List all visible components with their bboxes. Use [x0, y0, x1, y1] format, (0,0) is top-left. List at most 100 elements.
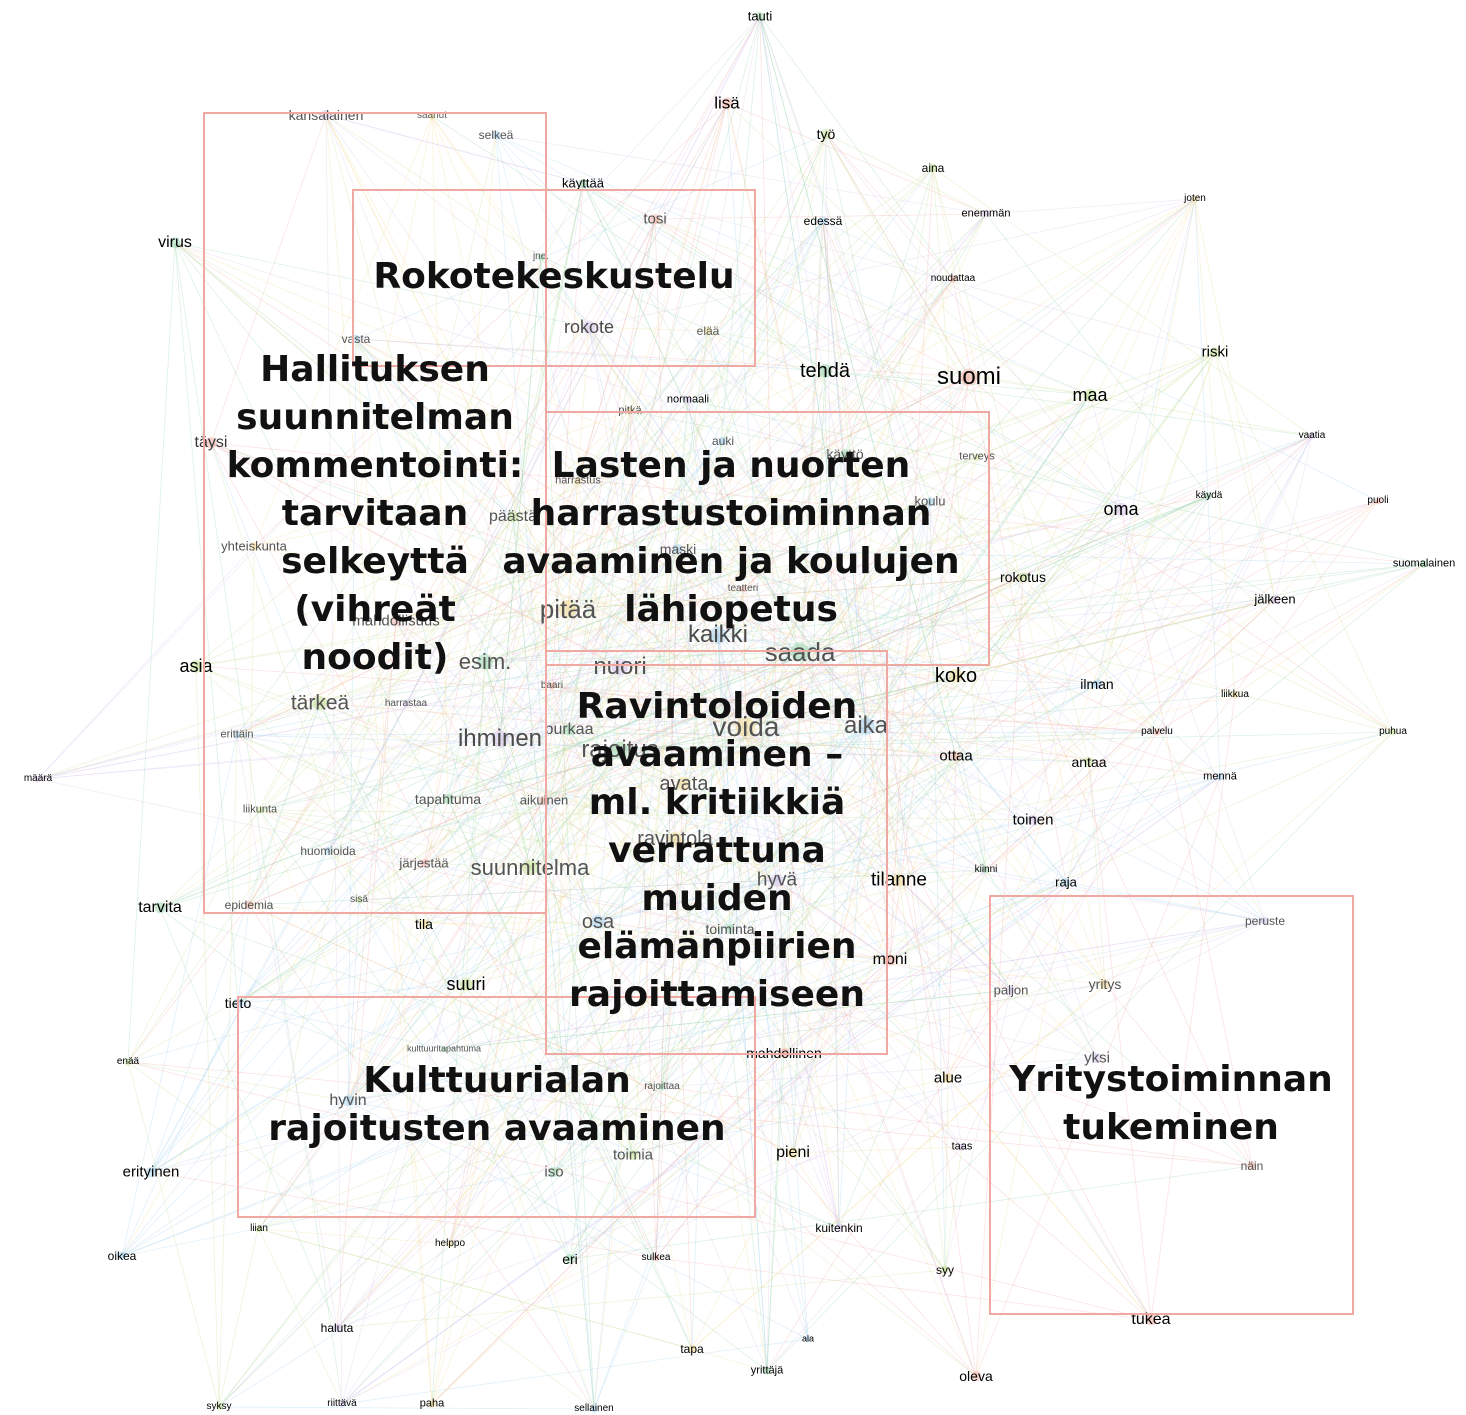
edge [632, 351, 1216, 1156]
edge [824, 370, 1091, 396]
edge [174, 242, 693, 1350]
cluster-label-hallitus: Hallituksen suunnitelman kommentointi: t… [227, 346, 524, 682]
edge [484, 167, 934, 663]
edge [1214, 351, 1394, 733]
edge [218, 134, 497, 1408]
node-dot [949, 275, 957, 283]
edge [944, 1077, 949, 1271]
node-suomalainen: suomalainen [1392, 557, 1456, 570]
edge [174, 242, 1253, 1167]
edge [1088, 761, 1106, 985]
edge [253, 545, 1098, 685]
edge [655, 548, 679, 1259]
edge [553, 410, 631, 1173]
edge [327, 220, 824, 852]
edge [799, 651, 1152, 1321]
cluster-label-rokote: Rokotekeskustelu [373, 253, 734, 301]
edge [121, 634, 719, 1257]
edge [619, 694, 1236, 751]
edge [195, 665, 891, 961]
edge [543, 495, 1210, 801]
edge [159, 907, 768, 1372]
edge [484, 661, 634, 1156]
edge [341, 881, 1067, 1405]
node-alue: alue [933, 1069, 963, 1087]
edge [745, 598, 1276, 728]
node-tehdä: tehdä [799, 360, 851, 382]
edge [248, 576, 1024, 906]
edge [1194, 198, 1276, 600]
edge [358, 879, 778, 901]
edge [677, 548, 1098, 685]
edge [325, 114, 343, 1405]
edge [327, 850, 425, 925]
edge [691, 1348, 768, 1372]
edge [729, 776, 1221, 930]
node-normaali: normaali [666, 393, 710, 406]
edge [405, 703, 747, 728]
node-kiinni: kiinni [974, 864, 998, 875]
node-dot [958, 1143, 966, 1151]
edge [210, 442, 1425, 565]
node-harrastus: harrastus [555, 474, 601, 487]
edge [159, 634, 719, 909]
node-dot [1018, 572, 1028, 582]
edge [687, 278, 954, 401]
edge [629, 410, 987, 871]
edge [355, 338, 794, 1154]
edge [121, 480, 579, 1257]
edge [742, 588, 747, 728]
edge [499, 500, 1379, 740]
edge [551, 685, 747, 728]
edge [347, 330, 709, 1102]
edge [742, 495, 1210, 590]
node-dot [942, 1072, 954, 1084]
cluster-label-line: noodit) [301, 637, 449, 678]
edge [582, 182, 1276, 600]
edge [865, 683, 1098, 727]
edge [654, 218, 1091, 396]
edge [947, 1077, 1152, 1321]
edge [553, 376, 970, 1173]
edge [543, 799, 1152, 1321]
node-harrastaa: harrastaa [384, 698, 428, 709]
edge [825, 133, 970, 378]
edge [654, 213, 987, 220]
edge [838, 725, 867, 1229]
edge [484, 651, 801, 663]
cluster-label-line: elämänpiirien [577, 926, 857, 967]
edge [37, 456, 978, 780]
edge [597, 500, 931, 923]
edge [174, 242, 343, 1405]
node-vaatia: vaatia [1298, 430, 1326, 441]
edge [955, 435, 1313, 757]
node-iso: iso [544, 1163, 564, 1181]
node-dot [1092, 679, 1102, 689]
node-tarvita: tarvita [138, 899, 182, 916]
edge [319, 702, 957, 757]
edge [512, 370, 826, 518]
node-dot [1216, 773, 1224, 781]
edge [121, 959, 891, 1257]
edge [654, 218, 693, 1350]
edge [629, 102, 728, 412]
edge [568, 133, 827, 731]
edge [121, 683, 1098, 1257]
edge [975, 198, 1196, 1377]
edge [355, 133, 827, 340]
edge [447, 675, 957, 800]
edge [655, 1257, 1152, 1321]
edge [218, 1406, 595, 1410]
edge [567, 326, 590, 610]
node-syy: syy [936, 1263, 954, 1277]
edge [253, 410, 631, 547]
edge [210, 442, 867, 727]
node-dot [821, 129, 831, 139]
edge [551, 182, 584, 687]
edge [499, 410, 631, 740]
edge [237, 1002, 445, 1050]
node-voida: voida [712, 711, 780, 742]
edge [253, 102, 728, 547]
edge [629, 410, 846, 455]
edge [423, 133, 827, 864]
